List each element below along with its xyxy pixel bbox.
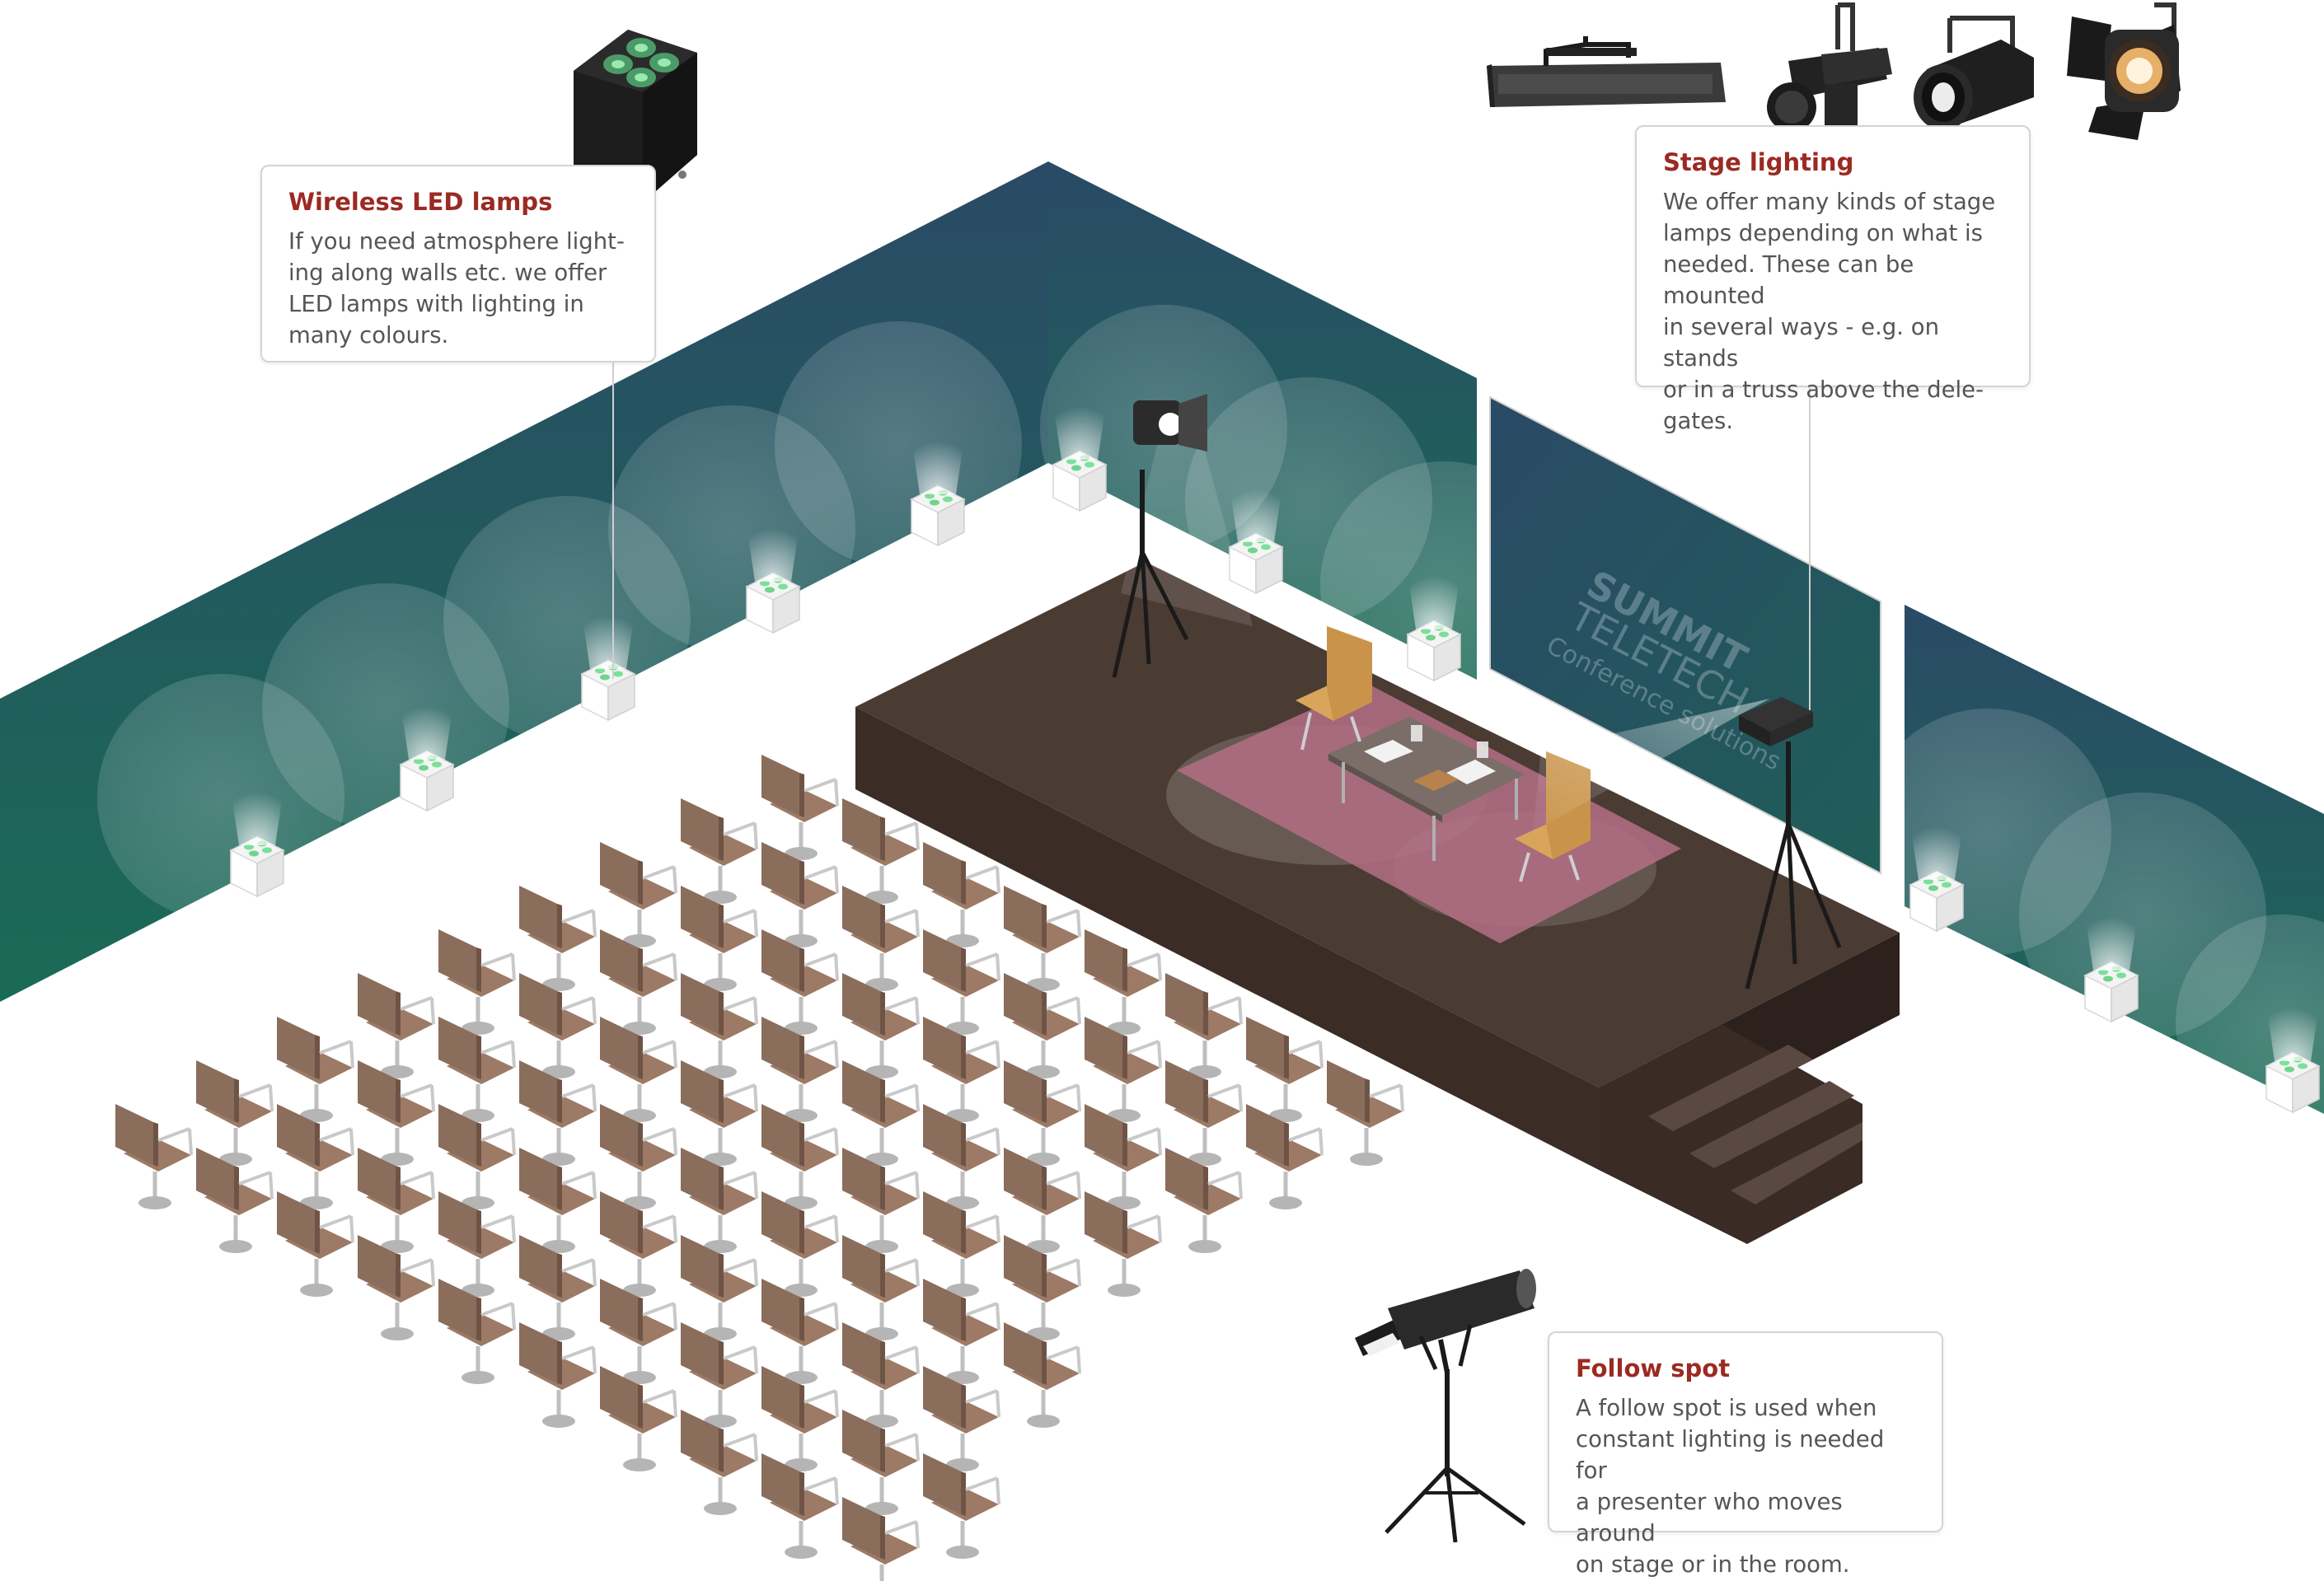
stage-lamp-left xyxy=(1112,394,1253,678)
callout-line: A follow spot is used when xyxy=(1576,1395,1877,1421)
callout-line: We offer many kinds of stage xyxy=(1663,189,1996,215)
audience-chair xyxy=(277,1017,353,1122)
audience-chair xyxy=(115,1104,191,1209)
audience-chair xyxy=(1165,973,1241,1078)
stage-lighting-callout: Stage lighting We offer many kinds of st… xyxy=(1635,125,2031,434)
callout-text: A follow spot is used when constant ligh… xyxy=(1576,1392,1917,1580)
callout-line: lamps depending on what is xyxy=(1663,220,1983,246)
coffee-table xyxy=(1328,717,1525,861)
profile-spot-icon xyxy=(1767,2,1892,132)
audience-chair xyxy=(358,973,433,1078)
audience-chair xyxy=(761,755,837,860)
callout-line: or in a truss above the dele- xyxy=(1663,377,1984,403)
follow-spot-callout: Follow spot A follow spot is used when c… xyxy=(1548,1331,1943,1578)
audience-chair xyxy=(438,929,514,1035)
callout-line: on stage or in the room. xyxy=(1576,1551,1850,1578)
callout-line: a presenter who moves around xyxy=(1576,1489,1843,1546)
stage xyxy=(855,562,1900,1244)
follow-spot-icon xyxy=(1355,1269,1536,1543)
callout-line: LED lamps with lighting in xyxy=(288,291,584,317)
callout-line: constant lighting is needed for xyxy=(1576,1426,1885,1484)
audience-chair xyxy=(1085,929,1160,1035)
callout-title: Stage lighting xyxy=(1663,148,1854,176)
callout-text: If you need atmosphere light- ing along … xyxy=(288,226,630,351)
audience-chair xyxy=(519,886,595,991)
audience-chair xyxy=(1004,886,1080,991)
callout-line: ing along walls etc. we offer xyxy=(288,260,607,286)
audience-chair xyxy=(923,842,999,947)
callout-title: Wireless LED lamps xyxy=(288,188,553,216)
audience-chair xyxy=(681,798,757,904)
par-can-icon xyxy=(1914,16,2034,130)
audience-chair xyxy=(196,1060,272,1166)
callout-line: in several ways - e.g. on stands xyxy=(1663,314,1939,372)
callout-line: If you need atmosphere light- xyxy=(288,228,625,255)
audience-chair xyxy=(600,842,676,947)
callout-title: Follow spot xyxy=(1576,1354,1731,1382)
stage-lamp-right xyxy=(1533,697,1842,989)
callout-text: We offer many kinds of stage lamps depen… xyxy=(1663,186,2004,437)
callout-line: needed. These can be mounted xyxy=(1663,251,1914,309)
callout-line: gates. xyxy=(1663,408,1734,434)
fresnel-icon xyxy=(2067,2,2181,140)
lounge-chair xyxy=(1296,626,1372,751)
callout-line: many colours. xyxy=(288,322,449,348)
wall-glow xyxy=(775,321,1022,568)
led-bar-icon xyxy=(1487,36,1726,107)
audience-chair xyxy=(1246,1017,1322,1122)
projection-screen: SUMMIT TELETECH Conference solutions xyxy=(1477,378,1892,886)
stage-front-face xyxy=(855,707,1599,1170)
wireless-led-callout: Wireless LED lamps If you need atmospher… xyxy=(260,165,656,363)
led-par-icon xyxy=(574,30,697,204)
audience-chair xyxy=(1327,1060,1403,1166)
